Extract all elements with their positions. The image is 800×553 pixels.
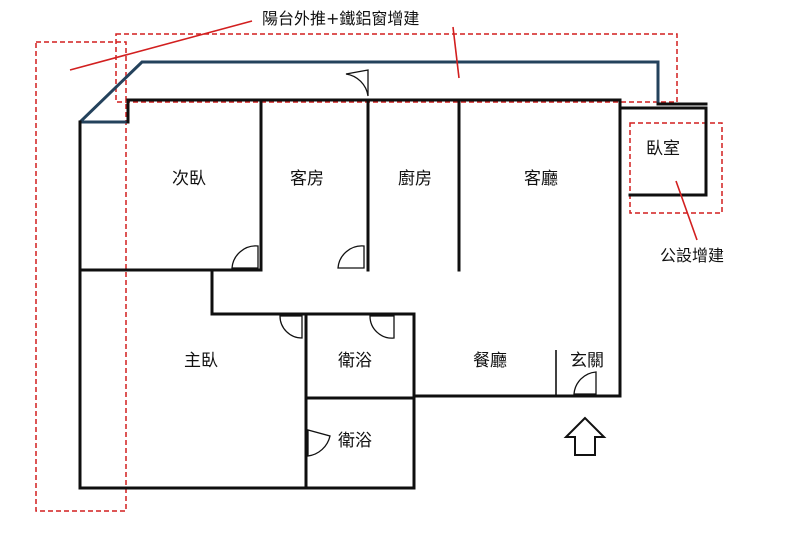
room-label-bedroom: 臥室 xyxy=(646,139,680,159)
wall-top xyxy=(126,98,622,124)
common-area-extension-outline xyxy=(629,122,723,214)
left-extension-outline xyxy=(35,41,127,512)
door-balcony xyxy=(345,69,369,97)
door-entrance xyxy=(573,371,597,395)
room-label-entrance: 玄關 xyxy=(570,351,604,371)
wall-right xyxy=(414,98,622,398)
room-label-second-bedroom: 次臥 xyxy=(172,169,206,189)
room-label-guest-room: 客房 xyxy=(290,169,324,189)
room-label-bathroom-1: 衛浴 xyxy=(338,351,372,371)
door-bathroom-2 xyxy=(307,429,331,457)
balcony-extension-label: 陽台外推+鐵鋁窗增建 xyxy=(262,9,419,28)
callout-line-balcony-left xyxy=(69,20,253,71)
callout-line-common-area xyxy=(675,180,698,241)
room-label-bathroom-2: 衛浴 xyxy=(338,431,372,451)
door-guest-room xyxy=(337,245,365,269)
extension-outlines xyxy=(35,33,723,512)
wall-bedroom-box xyxy=(618,106,708,197)
room-label-kitchen: 廚房 xyxy=(398,168,432,189)
room-labels: 次臥 客房 廚房 客廳 臥室 主臥 衛浴 衛浴 餐廳 玄關 xyxy=(172,139,680,451)
door-second-bedroom xyxy=(231,245,259,269)
up-arrow-icon xyxy=(563,416,607,456)
room-label-living-room: 客廳 xyxy=(524,169,558,189)
callout-line-balcony-right xyxy=(452,26,460,79)
door-bathroom-1 xyxy=(369,315,395,339)
common-area-extension-label: 公設增建 xyxy=(660,246,724,265)
doors xyxy=(231,69,597,457)
balcony-extension-outline xyxy=(115,33,678,103)
room-label-dining-room: 餐廳 xyxy=(473,351,507,371)
wall-bottom xyxy=(78,394,416,490)
wall-hallway xyxy=(210,268,416,398)
walls xyxy=(78,98,708,490)
callout-lines xyxy=(69,20,698,241)
room-label-master-bedroom: 主臥 xyxy=(184,351,218,371)
door-master-bedroom xyxy=(279,315,303,339)
